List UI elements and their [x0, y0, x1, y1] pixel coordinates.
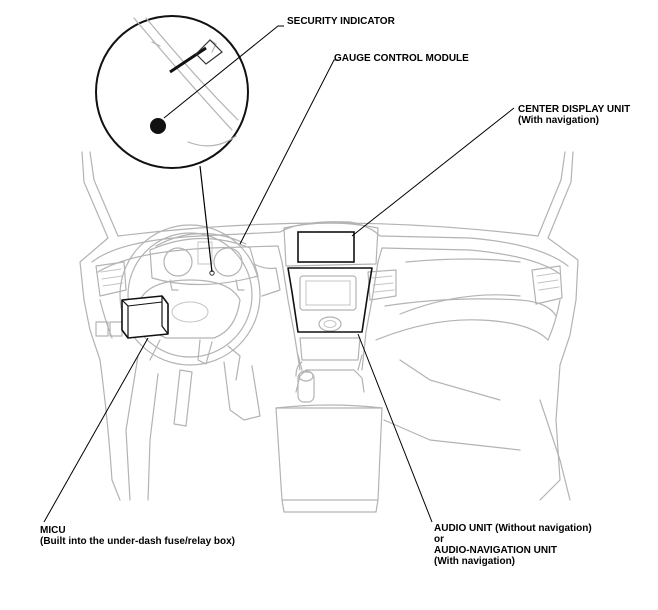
passenger-dash: [375, 258, 557, 341]
floor-pedals: [99, 355, 571, 501]
micu-label-line1: MICU: [40, 525, 66, 536]
micu-label: MICU (Built into the under-dash fuse/rel…: [40, 525, 235, 547]
center-display-unit: [283, 222, 379, 267]
windshield-pillars: [79, 151, 579, 301]
audio-unit-label-line4: (With navigation): [434, 556, 516, 567]
leader-lines: [43, 25, 515, 523]
micu-box: [121, 295, 169, 339]
audio-unit-label-line3: AUDIO-NAVIGATION UNIT: [434, 545, 557, 556]
security-indicator-light: [150, 118, 166, 134]
audio-unit-label-line2: or: [434, 534, 444, 545]
audio-unit-label-line1: AUDIO UNIT (Without navigation): [434, 523, 592, 534]
center-display-label-line2: (With navigation): [518, 115, 600, 126]
dashboard-top: [83, 221, 577, 366]
center-console: [275, 245, 383, 513]
security-indicator-label: SECURITY INDICATOR: [287, 16, 395, 27]
gauge-control-module-label: GAUGE CONTROL MODULE: [334, 53, 469, 64]
center-display-label: CENTER DISPLAY UNIT (With navigation): [518, 104, 630, 126]
right-vent: [367, 265, 563, 305]
center-display-label-line1: CENTER DISPLAY UNIT: [518, 104, 631, 115]
center-display-screen: [297, 231, 355, 263]
audio-unit-label: AUDIO UNIT (Without navigation) or AUDIO…: [434, 523, 592, 567]
gauge-cluster: [149, 232, 281, 297]
micu-label-line2: (Built into the under-dash fuse/relay bo…: [40, 536, 236, 547]
audio-unit: [287, 267, 373, 333]
magnified-inset: [95, 15, 249, 273]
